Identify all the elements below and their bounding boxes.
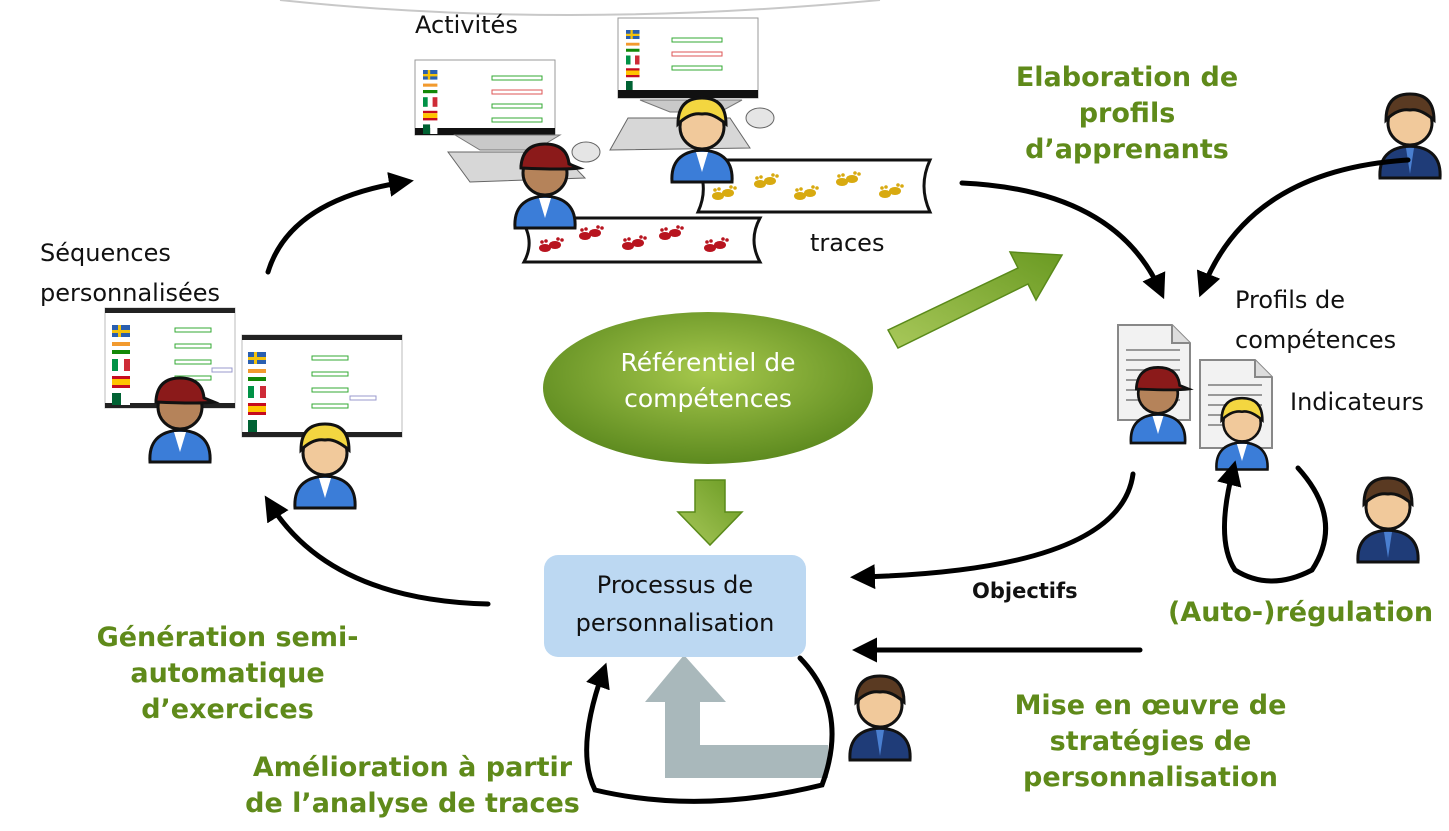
referentiel-label: Référentiel de compétences <box>620 348 796 413</box>
arrow-process-to-sequences <box>264 495 491 607</box>
label-activites: Activités <box>415 11 518 39</box>
arrow-to-activities <box>265 171 414 275</box>
arrow-profiles-to-process <box>850 471 1136 590</box>
feedback-arrow <box>645 655 828 778</box>
learner-blond-icon <box>293 422 357 510</box>
process-generation: Génération semi-automatique d’exercices <box>96 622 359 725</box>
process-auto-regulation: (Auto-)régulation <box>1168 597 1434 628</box>
learner-cap-icon <box>513 142 581 230</box>
process-amelioration: Amélioration à partir de l’analyse de tr… <box>245 752 580 819</box>
teacher-icon <box>848 674 912 762</box>
arrow-regulation-loop <box>1217 460 1328 584</box>
processus-label: Processus de personnalisation <box>575 571 775 637</box>
processus-box <box>544 555 806 657</box>
teacher-icon <box>1356 476 1420 564</box>
process-mise-en-oeuvre: Mise en œuvre de stratégies de personnal… <box>1014 690 1287 793</box>
referentiel-ellipse <box>543 312 873 464</box>
arrow-improvement-loop <box>584 655 835 804</box>
green-arrow-diagonal <box>886 251 1064 349</box>
process-elaboration: Elaboration de profils d’apprenants <box>1015 62 1239 165</box>
teacher-icon <box>1378 92 1442 180</box>
label-traces: traces <box>810 229 885 257</box>
label-indicateurs: Indicateurs <box>1290 388 1424 416</box>
label-sequences: Séquences personnalisées <box>40 239 221 307</box>
arrow-teacher-to-profiles <box>1196 157 1411 298</box>
green-arrow-down <box>676 479 744 547</box>
arrow-traces-to-profiles <box>959 180 1166 300</box>
label-objectifs: Objectifs <box>972 579 1078 603</box>
sequence-screens <box>104 307 403 438</box>
traces-red <box>517 216 763 264</box>
label-profils-competences: Profils de compétences <box>1235 286 1397 354</box>
